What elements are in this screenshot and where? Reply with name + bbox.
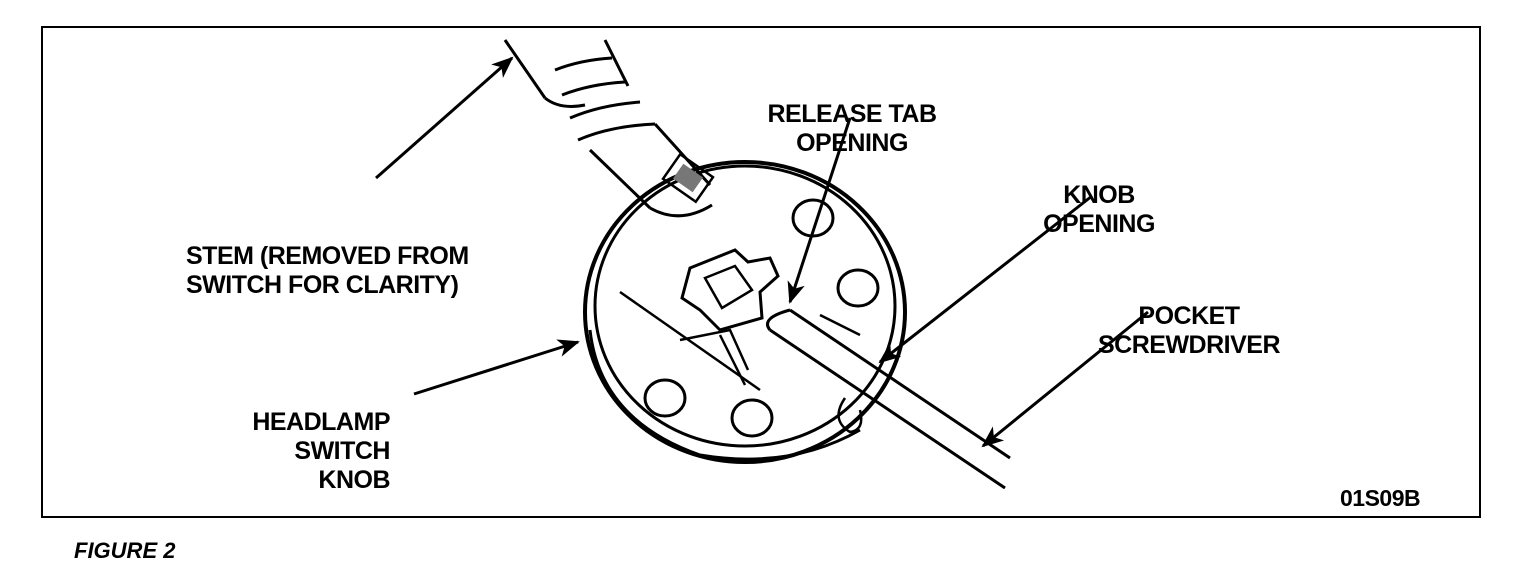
stem-drawing (503, 39, 715, 218)
release-tab-arrow (787, 117, 852, 304)
stem-arrow (375, 56, 514, 180)
knob-opening-arrow (878, 194, 1093, 364)
headlamp-knob-drawing (583, 160, 1011, 490)
figure-caption: FIGURE 2 (74, 538, 176, 563)
headlamp-knob-arrow (413, 339, 580, 396)
pocket-screwdriver-arrow (981, 310, 1149, 448)
figure-code: 01S09B (1340, 485, 1421, 511)
leader-arrows (375, 56, 1149, 448)
figure-frame (41, 26, 1481, 518)
